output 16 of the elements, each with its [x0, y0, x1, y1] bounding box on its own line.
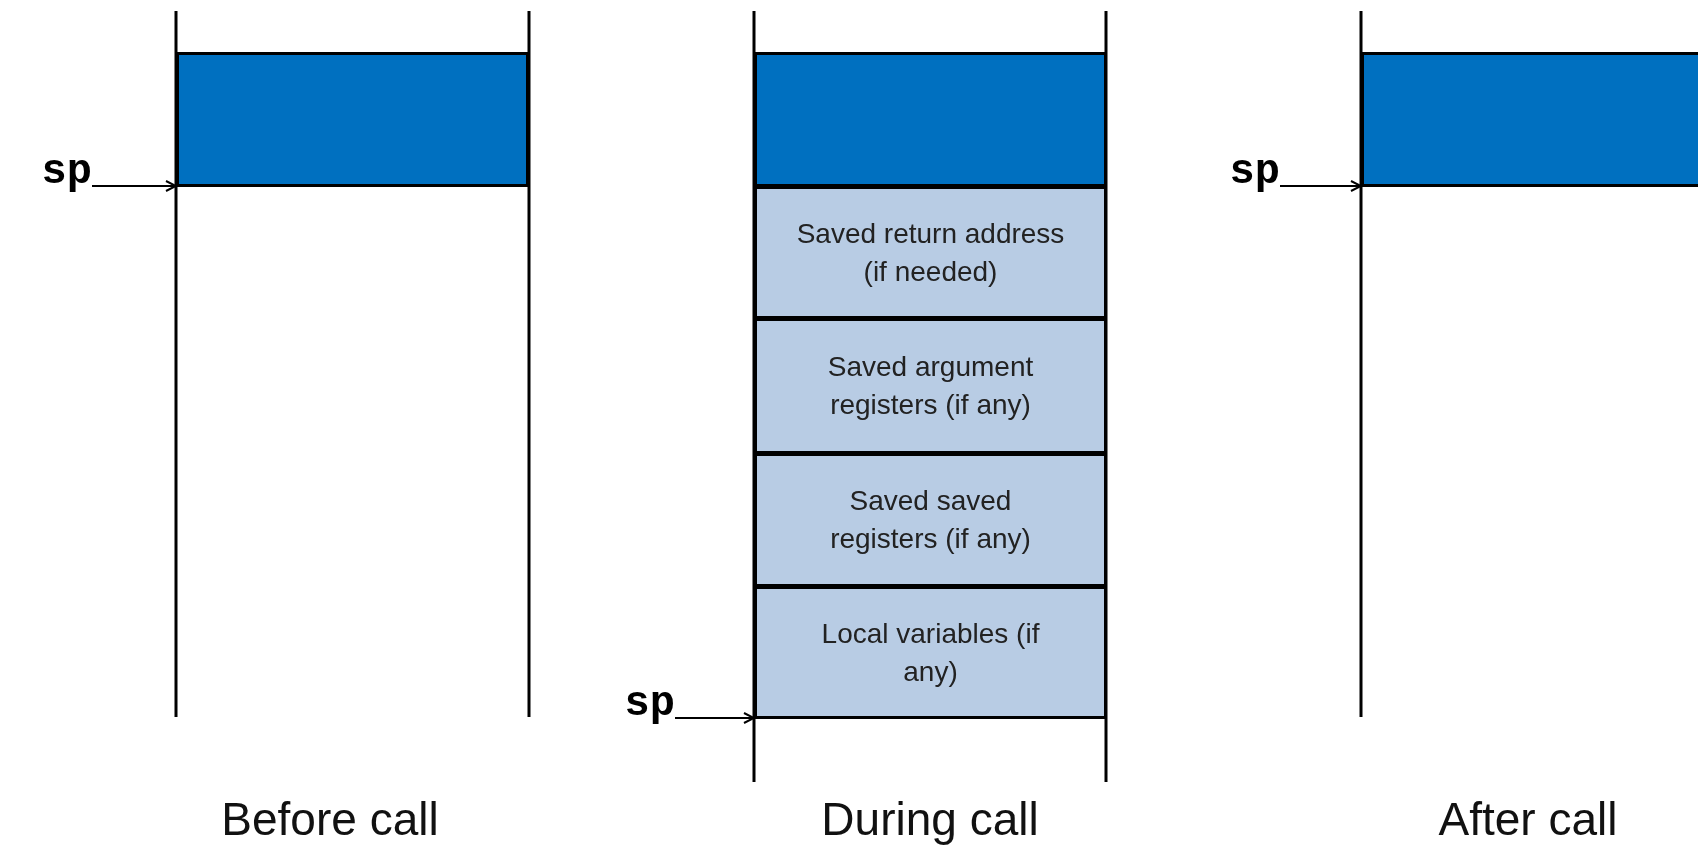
pointer-arrow — [91, 180, 177, 192]
stack-frame-block — [1361, 52, 1698, 187]
stack-frame-block — [176, 52, 529, 187]
stack-caption: Before call — [221, 792, 439, 846]
stack-pointer-label: sp — [0, 150, 92, 194]
pointer-arrow — [1279, 180, 1362, 192]
stack-frame-block — [754, 52, 1107, 187]
pointer-arrow — [674, 712, 755, 724]
stack-caption: After call — [1438, 792, 1618, 846]
stack-frame-slot: Saved return address (if needed) — [754, 186, 1107, 319]
stack-pointer-label: sp — [1180, 150, 1280, 194]
stack-frame-slot: Saved saved registers (if any) — [754, 453, 1107, 587]
stack-pointer-label: sp — [560, 682, 675, 726]
stack-frame-slot: Local variables (if any) — [754, 586, 1107, 719]
stack-caption: During call — [821, 792, 1039, 846]
stack-frame-slot: Saved argument registers (if any) — [754, 318, 1107, 454]
